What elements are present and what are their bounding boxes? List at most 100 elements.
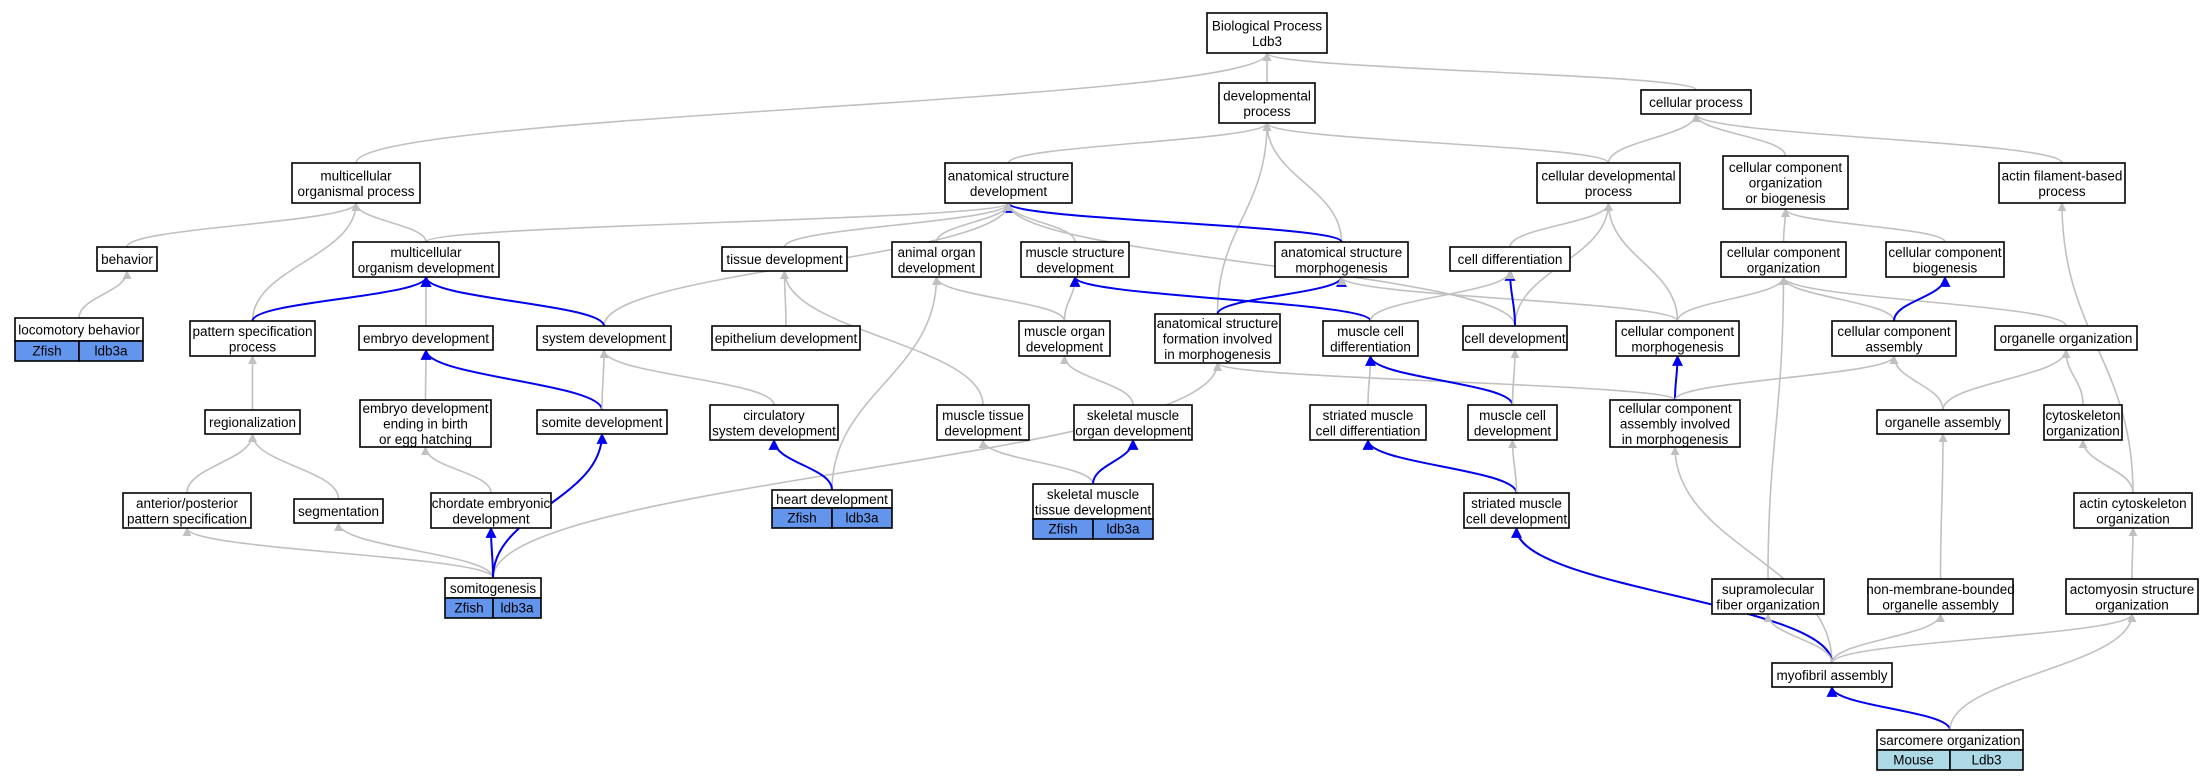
node-label-line: tissue development <box>1035 502 1152 517</box>
node-label-line: development <box>1036 260 1114 275</box>
node-label-line: system development <box>542 331 666 346</box>
edge-somitogenesis-to-anatformmorph <box>492 362 1222 579</box>
node-label-line: circulatory <box>743 408 805 423</box>
node-label-line: Biological Process <box>1212 18 1323 33</box>
node-box-devproc <box>1218 82 1316 124</box>
node-cellproc[interactable]: cellular process <box>1640 89 1752 115</box>
node-epithdev[interactable]: epithelium development <box>711 325 861 351</box>
node-label-line: locomotory behavior <box>18 323 140 338</box>
node-regionalization[interactable]: regionalization <box>204 409 301 435</box>
node-box-organelleorg <box>1994 325 2138 351</box>
node-box-animalorgan <box>891 241 982 278</box>
node-label-line: development <box>898 260 976 275</box>
node-myofibril[interactable]: myofibril assembly <box>1771 662 1893 688</box>
node-label-line: organization <box>2096 511 2170 526</box>
edge-celldev-to-anatdev <box>1004 202 1516 327</box>
node-embryodev[interactable]: embryo development <box>358 325 494 351</box>
edge-skeltissue-to-musctissue <box>978 439 1094 485</box>
node-box-organelleasm <box>1876 409 2010 435</box>
node-behavior[interactable]: behavior <box>96 246 158 272</box>
node-organelleorg[interactable]: organelle organization <box>1994 325 2138 351</box>
node-box-multiorg <box>291 162 421 204</box>
edge-musccelldiff-to-muscstructdev <box>1069 275 1372 322</box>
node-box-anatmorph <box>1274 241 1409 278</box>
node-box-myofibril <box>1771 662 1893 688</box>
node-label-line: development <box>452 511 530 526</box>
node-box-multidev <box>352 241 500 278</box>
node-celldev[interactable]: cell development <box>1462 325 1568 351</box>
node-label-line: assembly involved <box>1620 417 1730 432</box>
node-segmentation[interactable]: segmentation <box>293 498 384 524</box>
node-label-line: segmentation <box>298 504 379 519</box>
node-box-musccelldev <box>1467 404 1558 441</box>
node-label-line: cell development <box>1464 331 1566 346</box>
node-label-line: or biogenesis <box>1745 191 1826 206</box>
node-label-line: differentiation <box>1330 339 1411 354</box>
node-label-line: pattern specification <box>127 511 247 526</box>
node-label-line: cellular component <box>1729 160 1843 175</box>
edge-somitogenesis-to-chordate <box>485 526 497 579</box>
edge-nonmembrane-to-organelleasm <box>1938 433 1948 580</box>
node-systemdev[interactable]: system development <box>536 325 672 351</box>
node-label-line: process <box>2038 184 2086 199</box>
edge-skelorgan-to-muscorgan <box>1060 355 1134 406</box>
edge-ccmorph-to-ccorg <box>1676 276 1788 322</box>
node-somitedev[interactable]: somite development <box>536 409 668 435</box>
node-label-line: cell differentiation <box>1458 252 1563 267</box>
species-badge-label: Zfish <box>32 344 61 359</box>
node-label-line: somite development <box>542 415 663 430</box>
node-celldiff[interactable]: cell differentiation <box>1449 246 1571 272</box>
species-badge-label: Zfish <box>454 601 483 616</box>
node-label-line: or egg hatching <box>379 432 472 447</box>
species-badge-gene <box>1949 749 2024 771</box>
node-organelleasm[interactable]: organelle assembly <box>1876 409 2010 435</box>
node-label-line: myofibril assembly <box>1776 668 1887 683</box>
edge-striateddev-to-striateddiff <box>1362 438 1518 494</box>
node-label-line: organism development <box>358 260 495 275</box>
species-badge-label: Mouse <box>1893 753 1934 768</box>
node-label-line: muscle organ <box>1024 324 1105 339</box>
node-tissuedev[interactable]: tissue development <box>721 246 848 272</box>
edge-striateddiff-to-musccelldiff <box>1365 355 1375 406</box>
